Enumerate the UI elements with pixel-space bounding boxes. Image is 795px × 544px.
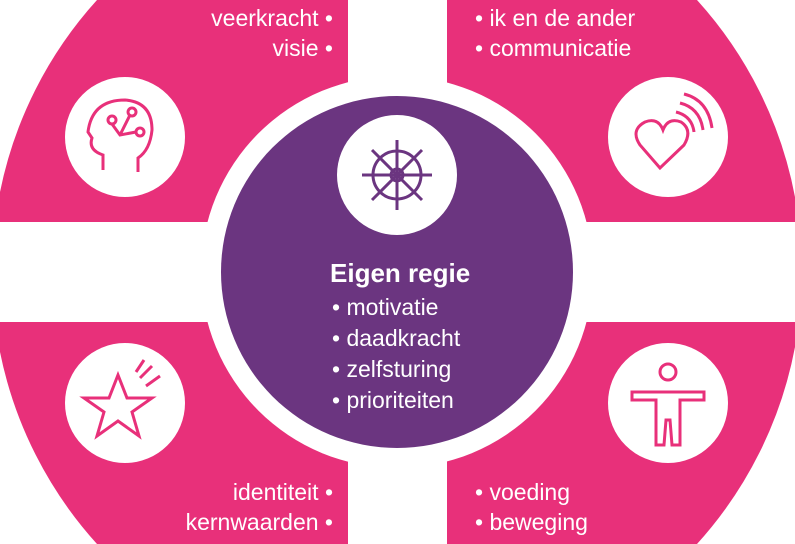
list-item: • beweging	[475, 509, 588, 535]
icon-circle	[65, 77, 185, 197]
list-item: visie •	[272, 35, 333, 61]
list-item: • voeding	[475, 479, 571, 505]
heart-icon	[634, 92, 714, 171]
list-item: identiteit •	[232, 479, 333, 505]
list-item: • prioriteiten	[332, 387, 454, 413]
top-left-list: veerkracht • visie •	[211, 3, 333, 63]
head-brain-icon	[86, 98, 154, 172]
icon-circle	[608, 343, 728, 463]
center-list: • motivatie • daadkracht • zelfsturing •…	[332, 292, 460, 416]
list-item: veerkracht •	[211, 5, 333, 31]
center-circle	[221, 96, 573, 448]
top-right-list: • ik en de ander • communicatie	[475, 3, 635, 63]
body-icon	[630, 362, 706, 447]
list-item: • ik en de ander	[475, 5, 636, 31]
icon-circle	[608, 77, 728, 197]
list-item: • daadkracht	[332, 325, 461, 351]
bottom-left-list: identiteit • kernwaarden •	[186, 477, 333, 537]
list-item: • motivatie	[332, 294, 439, 320]
list-item: • communicatie	[475, 35, 632, 61]
icon-circle	[65, 343, 185, 463]
star-icon	[79, 359, 161, 440]
list-item: • zelfsturing	[332, 356, 452, 382]
bottom-right-list: • voeding • beweging	[475, 477, 588, 537]
list-item: kernwaarden •	[185, 509, 333, 535]
ships-wheel-icon	[362, 140, 432, 210]
center-title: Eigen regie	[330, 258, 471, 288]
